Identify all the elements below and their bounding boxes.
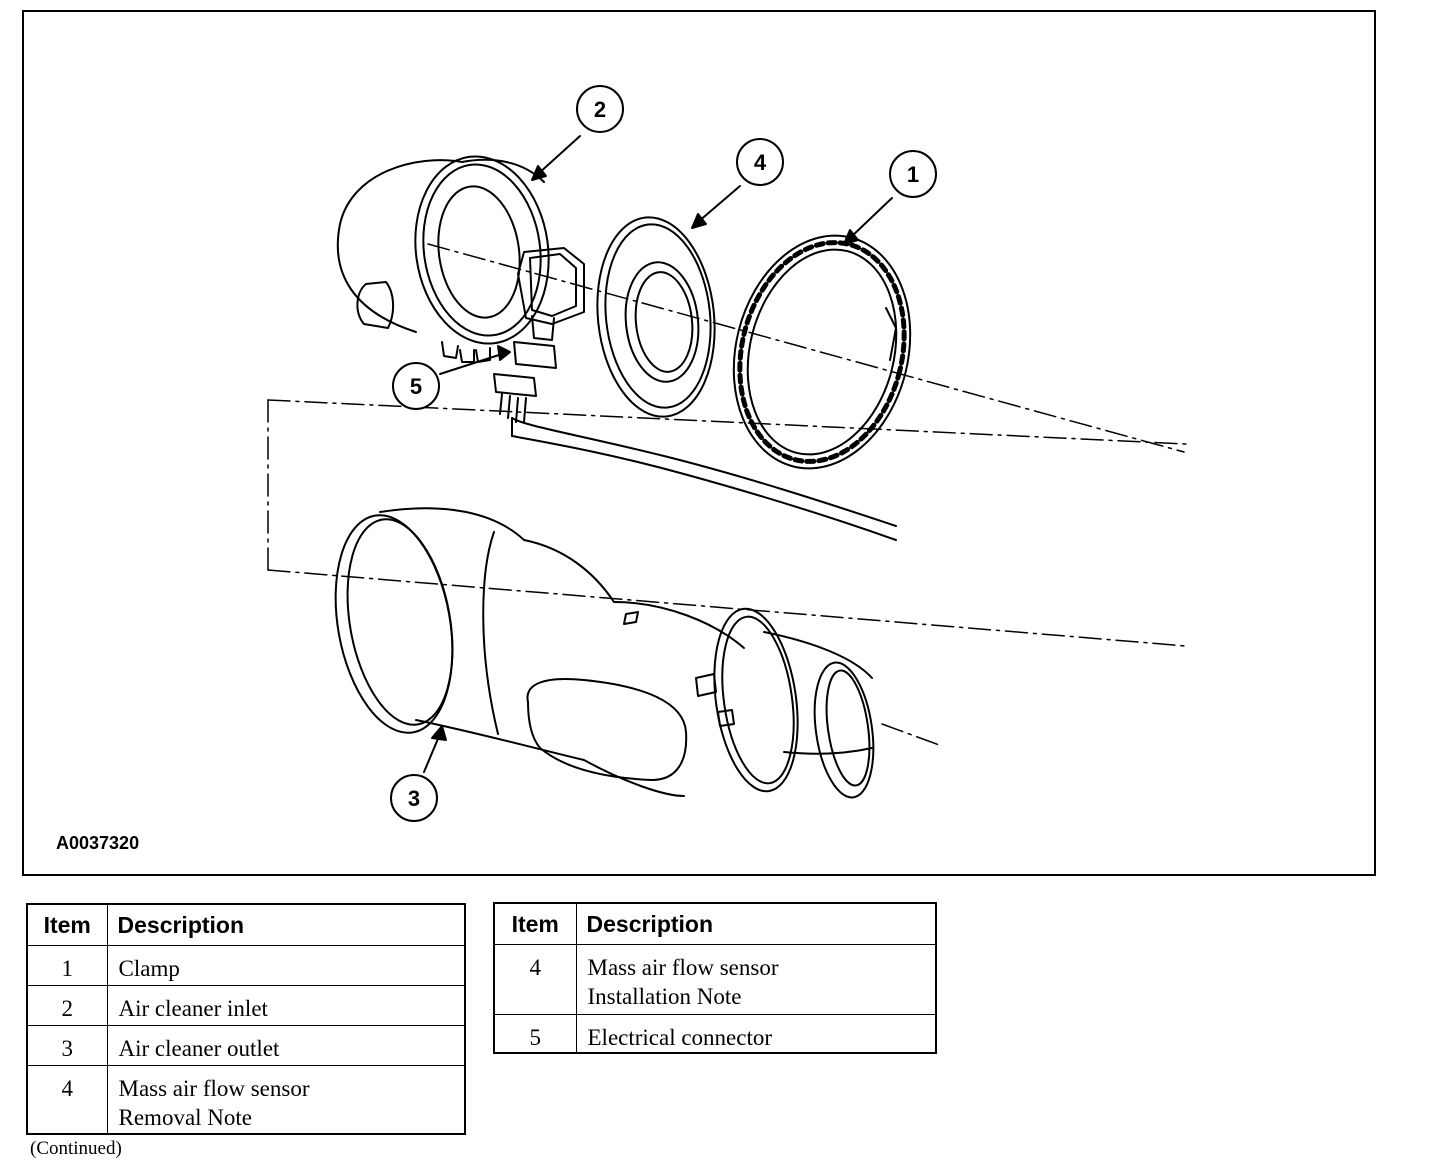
item-description: Clamp (106, 945, 466, 986)
svg-text:1: 1 (907, 162, 919, 187)
item-description: Mass air flow sensor Installation Note (575, 944, 937, 1015)
leader-4 (697, 185, 741, 223)
figure-id: A0037320 (56, 833, 140, 853)
item-number: 5 (493, 1014, 577, 1054)
mass-air-flow-sensor-part (596, 216, 716, 418)
arrowhead-4 (691, 213, 707, 229)
table-row: 4 Mass air flow sensor Installation Note (493, 944, 937, 1015)
leader-5 (439, 353, 503, 375)
item-number: 4 (26, 1065, 108, 1134)
item-description: Mass air flow sensor Removal Note (106, 1065, 466, 1134)
continued-note: (Continued) (30, 1138, 122, 1159)
callout-1: 1 (889, 150, 937, 198)
table-header-row: Item Description (26, 903, 466, 946)
exploded-view-figure: 2 4 1 5 3 A0037320 (22, 10, 1376, 876)
item-description: Air cleaner inlet (106, 985, 466, 1026)
callout-3: 3 (390, 774, 438, 822)
exploded-view-drawing: 2 4 1 5 3 (267, 85, 1187, 822)
electrical-connector-part (493, 247, 897, 541)
table-header-row: Item Description (493, 902, 937, 945)
callout-4: 4 (736, 138, 784, 186)
item-number: 3 (26, 1025, 108, 1066)
arrowhead-5 (497, 345, 511, 361)
callout-leaders (423, 135, 893, 773)
item-number: 2 (26, 985, 108, 1026)
air-cleaner-inlet-part (336, 155, 550, 363)
svg-text:3: 3 (408, 786, 420, 811)
item-description: Air cleaner outlet (106, 1025, 466, 1066)
parts-table-right: Item Description 4 Mass air flow sensor … (493, 902, 937, 1054)
table-row: 1 Clamp (26, 945, 466, 986)
header-item: Item (26, 903, 108, 946)
item-number: 4 (493, 944, 577, 1015)
table-row: 2 Air cleaner inlet (26, 985, 466, 1026)
arrowhead-3 (431, 725, 447, 741)
leader-1 (849, 197, 893, 239)
clamp-part (732, 234, 912, 470)
header-description: Description (575, 902, 937, 945)
arrowhead-2 (531, 165, 547, 181)
callout-5: 5 (392, 362, 440, 410)
svg-text:2: 2 (594, 97, 606, 122)
svg-text:5: 5 (410, 374, 422, 399)
leader-3 (423, 733, 441, 773)
table-row: 5 Electrical connector (493, 1014, 937, 1054)
table-row: 4 Mass air flow sensor Removal Note (26, 1065, 466, 1134)
svg-text:4: 4 (754, 150, 767, 175)
item-description: Electrical connector (575, 1014, 937, 1054)
table-row: 3 Air cleaner outlet (26, 1025, 466, 1066)
center-axis-line (427, 243, 1185, 747)
arrowhead-1 (843, 229, 859, 245)
air-cleaner-outlet-part (334, 507, 875, 799)
header-item: Item (493, 902, 577, 945)
item-number: 1 (26, 945, 108, 986)
alignment-plane (267, 399, 1187, 647)
header-description: Description (106, 903, 466, 946)
callout-2: 2 (576, 85, 624, 133)
leader-2 (537, 135, 581, 175)
parts-table-left: Item Description 1 Clamp 2 Air cleaner i… (26, 903, 466, 1135)
